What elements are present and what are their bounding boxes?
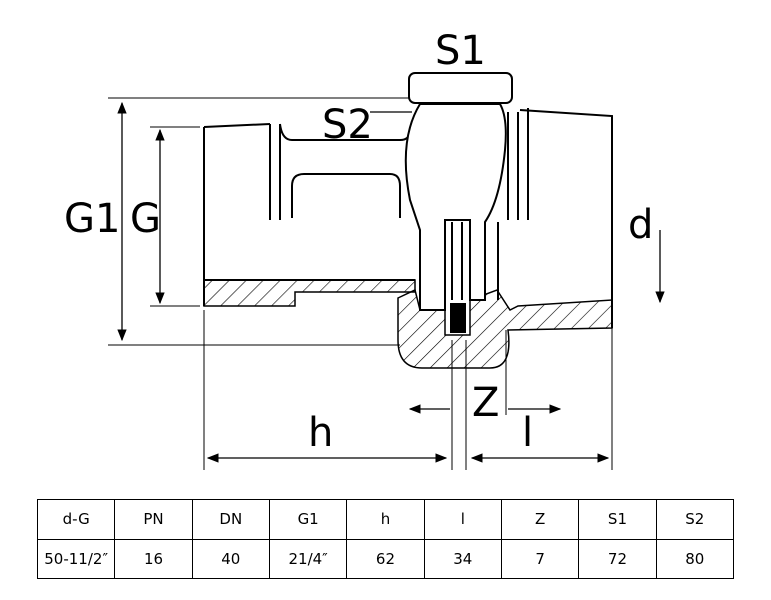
table-header-cell: d-G [36,499,116,540]
table-header-cell: PN [114,499,193,540]
table-header-cell: DN [191,499,270,540]
table-cell: 72 [578,538,657,579]
label-d: d [628,202,653,248]
table-cell: 16 [114,538,193,579]
label-s2: S2 [322,102,373,148]
union-nut [404,72,513,311]
table-cell: 40 [191,538,270,579]
table-header-cell: Z [500,499,580,540]
fitting-drawing: S1 S2 G1 G d Z h l [64,28,665,470]
dimension-lines [117,101,665,463]
spec-table: d-G PN DN G1 h l Z S1 S2 50-11/2″ 16 40 … [36,499,735,579]
table-header-cell: S2 [655,499,735,540]
seal-ring [450,303,466,333]
label-g: G [130,196,161,242]
label-h: h [308,410,333,456]
table-header-cell: l [423,499,502,540]
table-header-cell: S1 [578,499,657,540]
table-cell: 34 [423,538,502,579]
table-cell: 7 [500,538,580,579]
table-header-cell: h [346,499,425,540]
label-l: l [522,410,533,456]
label-z: Z [472,380,499,426]
fitting-body-outline [203,108,613,328]
table-cell: 62 [346,538,425,579]
table-cell: 50-11/2″ [36,538,116,579]
table-row: 50-11/2″ 16 40 21/4″ 62 34 7 72 80 [36,538,735,579]
table-header-cell: G1 [268,499,348,540]
hatched-section [203,279,613,369]
table-cell: 21/4″ [268,538,348,579]
label-g1: G1 [64,196,120,242]
table-cell: 80 [655,538,735,579]
table-header-row: d-G PN DN G1 h l Z S1 S2 [36,499,735,540]
label-s1: S1 [435,28,486,74]
